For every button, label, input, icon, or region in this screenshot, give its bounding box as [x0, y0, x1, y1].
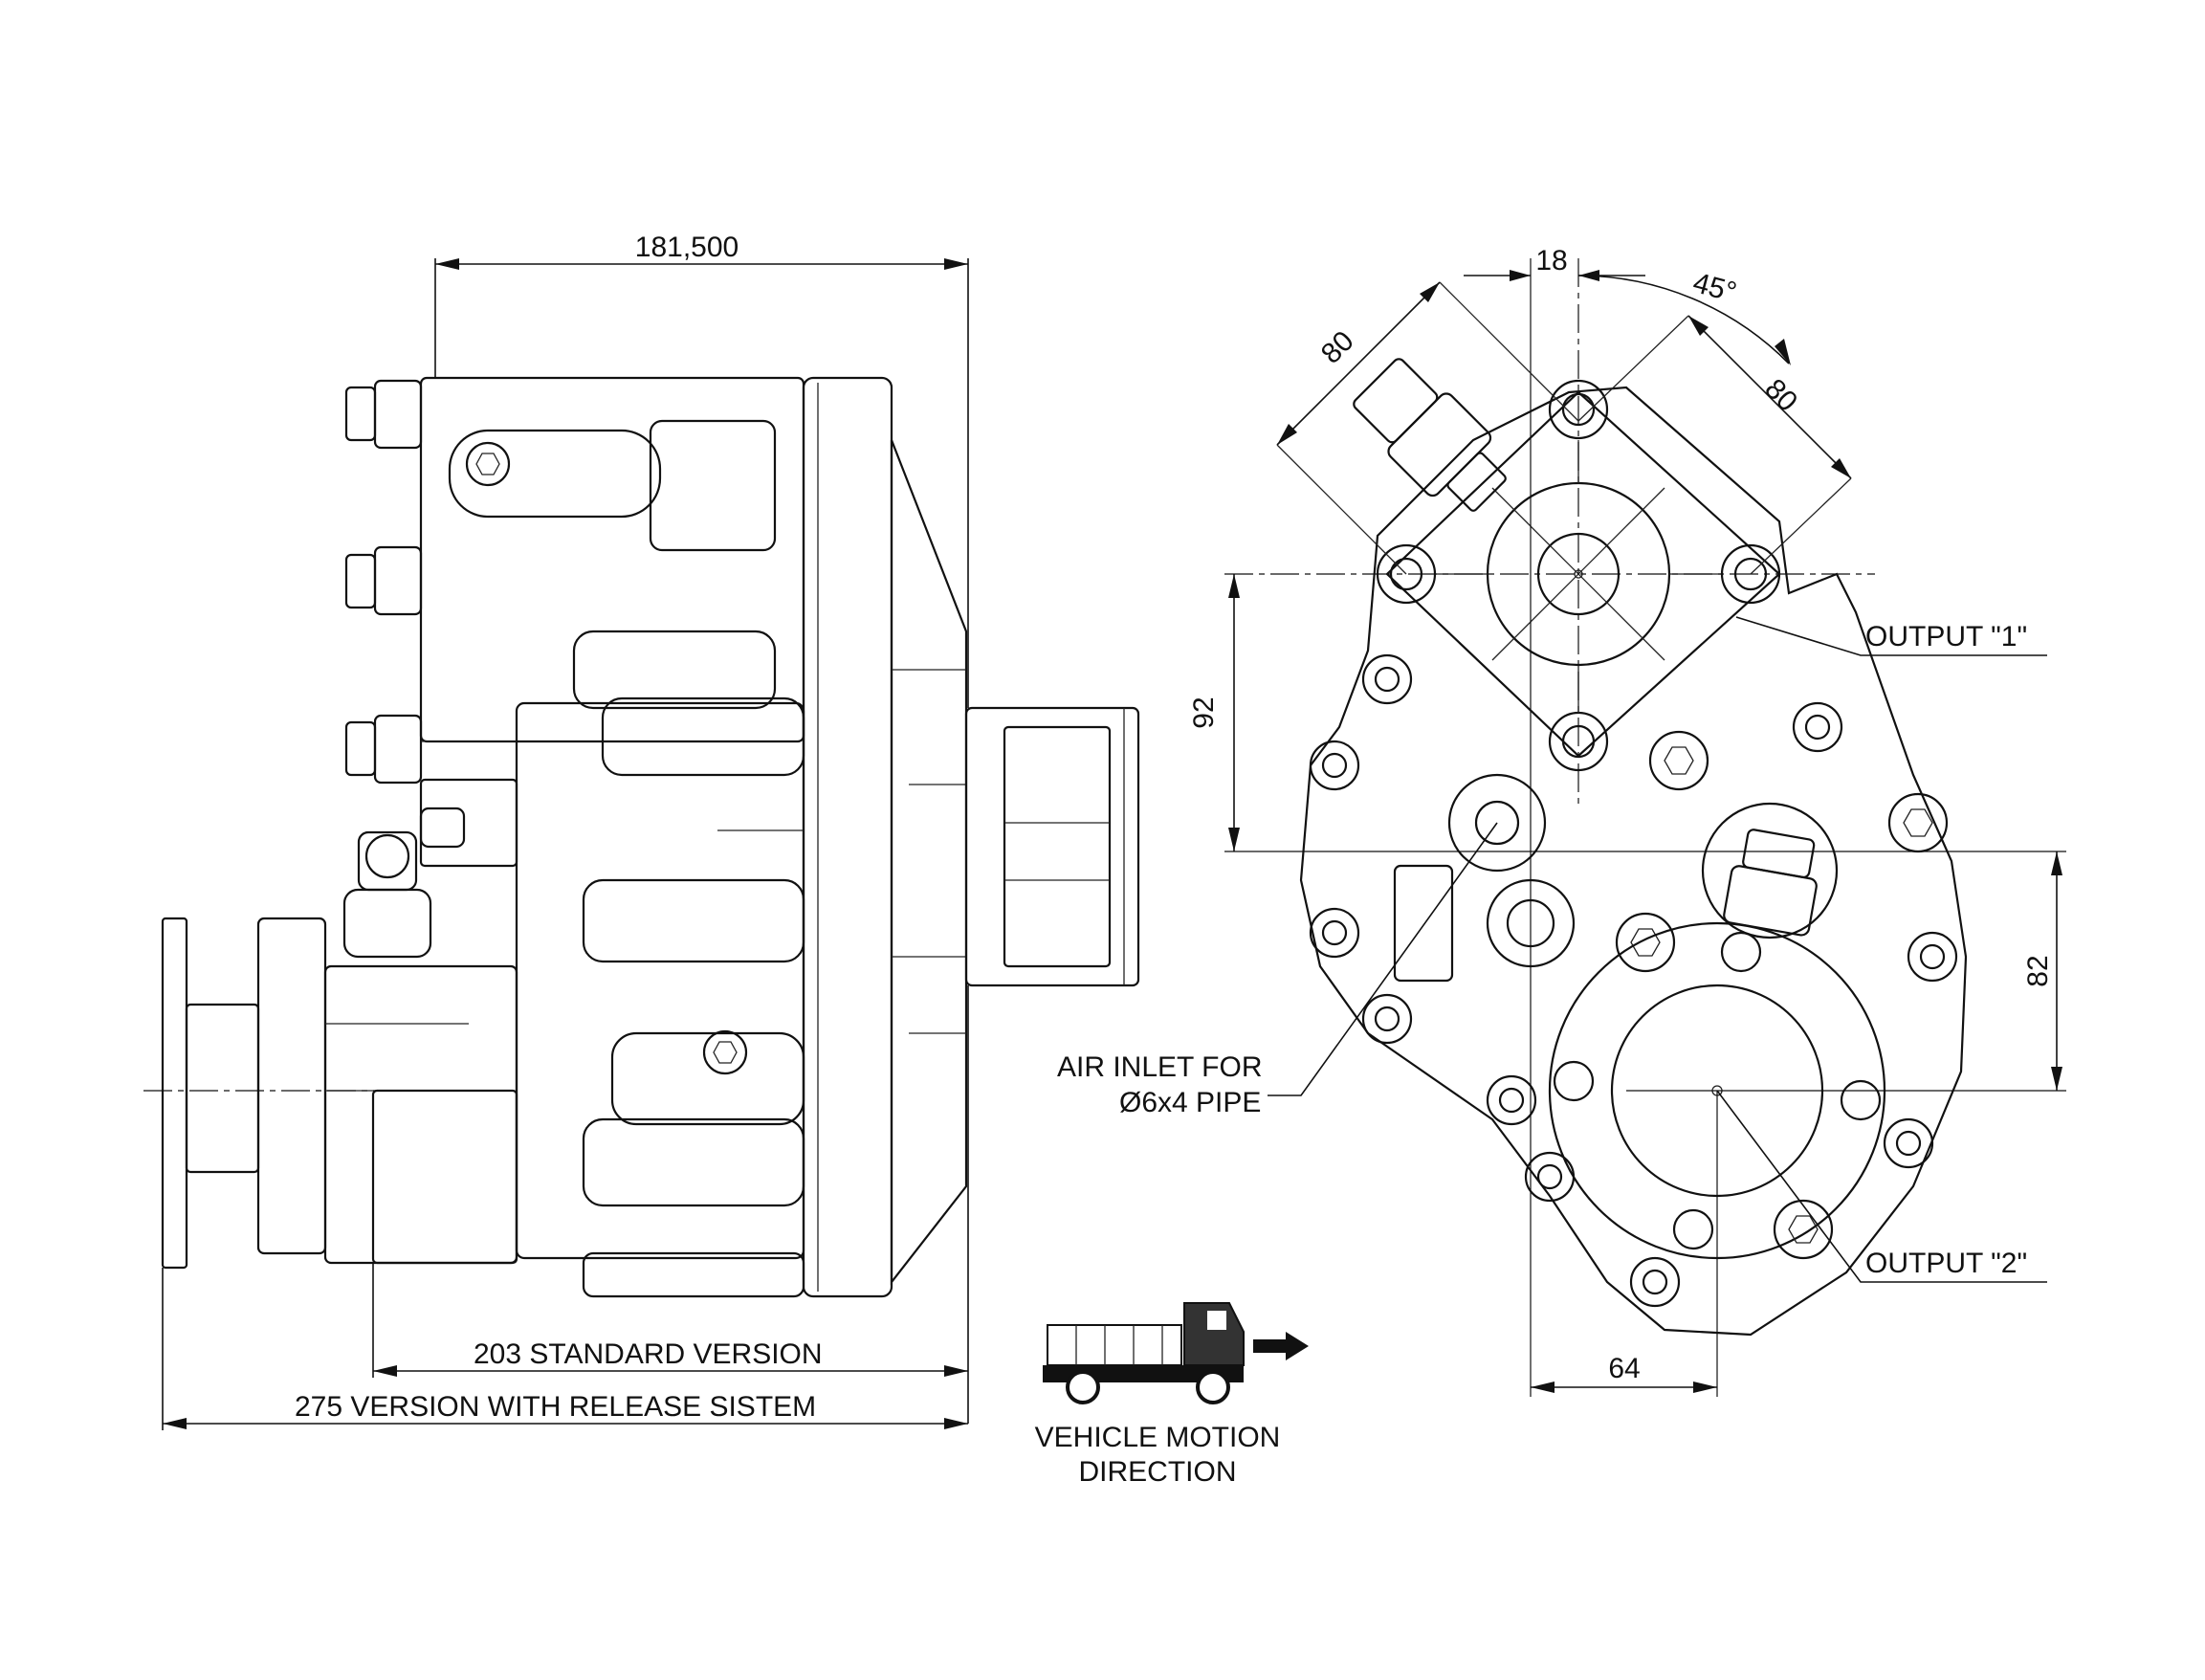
dim-64: 64 — [1608, 1353, 1640, 1384]
vehicle-motion-line1: VEHICLE MOTION — [1035, 1422, 1281, 1453]
vehicle-motion-line2: DIRECTION — [1079, 1456, 1237, 1488]
dim-45-deg: 45° — [1689, 267, 1739, 309]
dim-80-right: 80 — [1758, 373, 1803, 418]
side-view — [143, 376, 1140, 1298]
dim-92: 92 — [1188, 696, 1220, 728]
air-inlet-label-line2: Ø6x4 PIPE — [1119, 1087, 1261, 1118]
output-2-label: OUTPUT "2" — [1865, 1248, 2027, 1279]
dim-181500: 181,500 — [635, 232, 739, 263]
bolt-column — [344, 379, 423, 785]
side-dimensions — [162, 258, 969, 1430]
dim-203-standard: 203 STANDARD VERSION — [474, 1338, 823, 1370]
dim-82: 82 — [2022, 955, 2054, 986]
air-inlet-label-line1: AIR INLET FOR — [1057, 1051, 1262, 1083]
arrow-right-icon — [1253, 1332, 1309, 1360]
dim-80-left: 80 — [1315, 325, 1360, 370]
output-1-label: OUTPUT "1" — [1865, 621, 2027, 652]
truck-icon — [1043, 1302, 1245, 1404]
front-view — [1299, 358, 1968, 1337]
front-dimensions — [1224, 258, 2066, 1397]
dim-275-release: 275 VERSION WITH RELEASE SISTEM — [295, 1391, 816, 1423]
dim-18: 18 — [1535, 245, 1567, 276]
